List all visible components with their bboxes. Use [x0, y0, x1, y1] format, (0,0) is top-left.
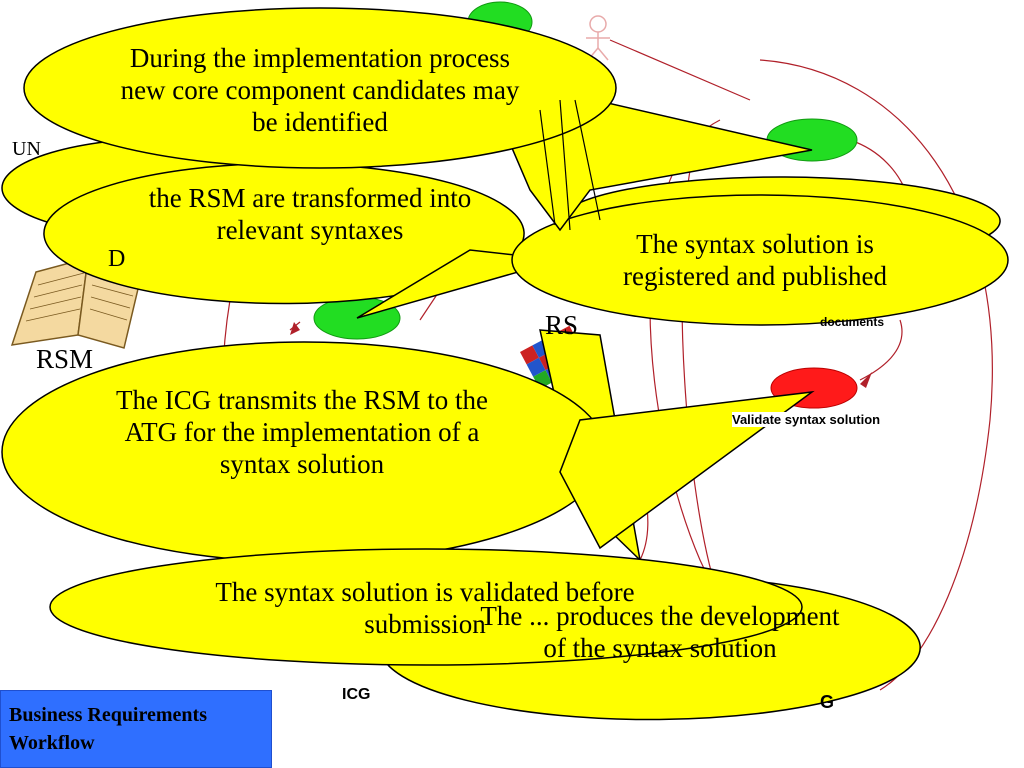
label-un: UN — [12, 138, 41, 160]
stick-figure-icon — [586, 15, 610, 61]
label-validate-syntax: Validate syntax solution — [732, 412, 881, 427]
label-g: G — [820, 692, 835, 712]
label-documents: documents — [820, 315, 885, 329]
arrowheads — [290, 322, 872, 388]
bubble-tail-lines — [539, 99, 601, 231]
label-icg: ICG — [342, 686, 371, 703]
workflow-label-box: Business Requirements Workflow — [0, 690, 272, 768]
workflow-line-1: Business Requirements — [9, 704, 207, 726]
bubble-text-validated: The syntax solution is validated before … — [215, 577, 635, 639]
bubble-text-transmit: The ICG transmits the RSM to the ATG for… — [116, 385, 488, 479]
bubble-text-development: The ... produces the development of the … — [480, 601, 840, 663]
bubble-registered — [511, 194, 1009, 326]
bubble-implementation — [23, 7, 617, 169]
label-rs: RS — [545, 310, 579, 340]
bubble-text-transform: the RSM are transformed into relevant sy… — [148, 183, 472, 245]
bubble-text-registered: The syntax solution is registered and pu… — [623, 229, 887, 291]
workflow-line-2: Workflow — [9, 732, 95, 754]
label-rsm: RSM — [36, 344, 94, 374]
label-d: D — [108, 246, 126, 272]
bubble-validated — [49, 548, 803, 666]
speech-bubbles — [1, 7, 1009, 721]
bubble-text-implementation: During the implementation process new co… — [120, 43, 520, 137]
